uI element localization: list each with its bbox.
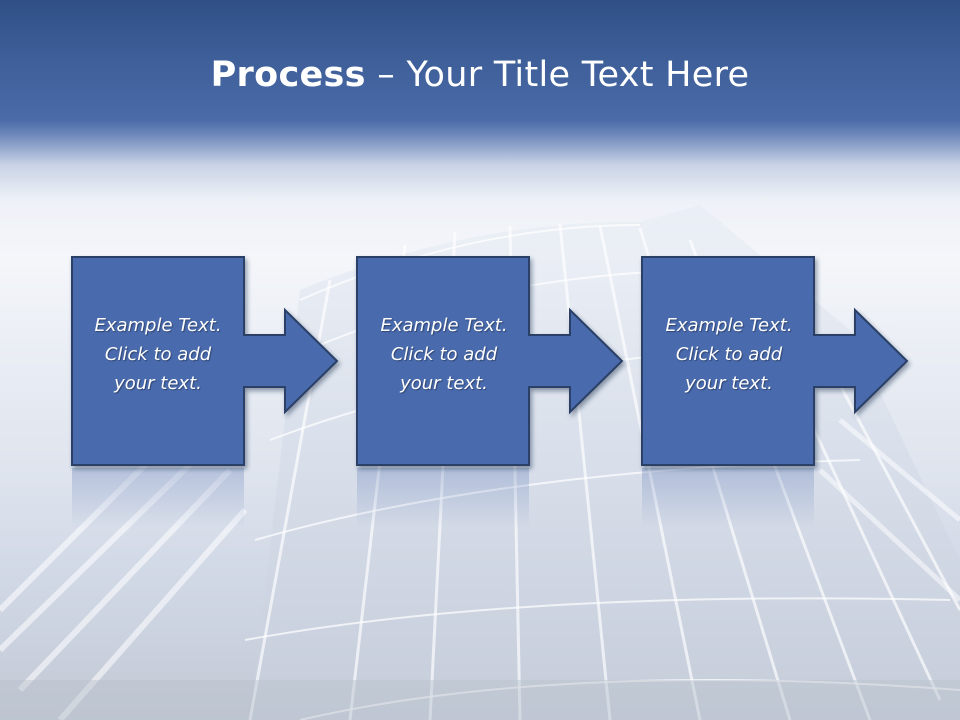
process-step-3[interactable] [641,256,909,466]
step-1-arrow-shape [71,256,339,466]
step-3-line-1: Example Text. [665,315,793,336]
process-step-1[interactable] [71,256,339,466]
step-3-text[interactable]: Example Text. Click to add your text. [641,311,817,398]
step-3-arrow-shape [641,256,909,466]
step-3-line-3: your text. [685,373,773,394]
title-rest-text: – Your Title Text Here [365,55,750,95]
step-reflections [72,468,814,528]
step-1-line-1: Example Text. [94,315,222,336]
step-1-text[interactable]: Example Text. Click to add your text. [70,311,246,398]
process-step-2[interactable] [356,256,624,466]
slide-title[interactable]: Process – Your Title Text Here [0,50,960,100]
step-2-line-2: Click to add [390,344,498,365]
step-2-line-1: Example Text. [380,315,508,336]
step-2-arrow-shape [356,256,624,466]
step-3-line-2: Click to add [675,344,783,365]
step-2-line-3: your text. [400,373,488,394]
step-1-line-2: Click to add [104,344,212,365]
title-bold-text: Process [210,55,366,95]
step-2-text[interactable]: Example Text. Click to add your text. [356,311,532,398]
step-1-line-3: your text. [114,373,202,394]
